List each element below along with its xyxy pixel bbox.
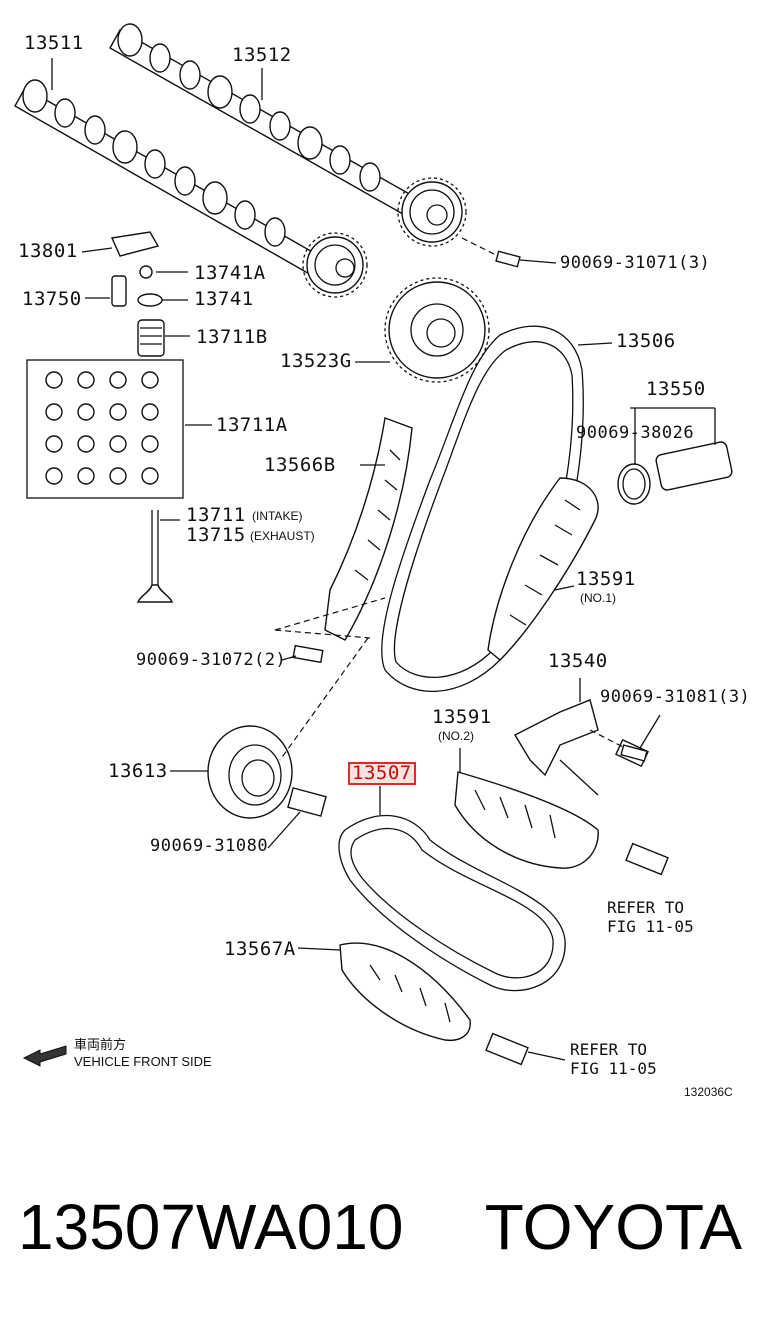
label-13741: 13741 — [194, 288, 254, 310]
label-13591-no1: 13591 — [576, 568, 636, 590]
label-90069-31081: 90069-31081(3) — [600, 687, 751, 707]
refer-to-fig-1: REFER TO FIG 11-05 — [607, 898, 694, 936]
camshaft-13511 — [14, 79, 368, 298]
small-parts — [26, 231, 184, 603]
label-13715: 13715 — [186, 524, 246, 546]
vehicle-front-en: VEHICLE FRONT SIDE — [74, 1054, 212, 1069]
label-13512: 13512 — [232, 44, 292, 66]
label-90069-38026: 90069-38026 — [576, 423, 695, 443]
crank-sprocket-13613 — [207, 725, 293, 819]
label-13591-no2: 13591 — [432, 706, 492, 728]
parts-diagram: 13511 13512 13801 13741A 13750 13741 137… — [14, 23, 751, 1099]
label-13711-note: (INTAKE) — [252, 509, 303, 523]
label-13567a: 13567A — [224, 938, 296, 960]
label-13511: 13511 — [24, 32, 84, 54]
label-13507-highlighted[interactable]: 13507 — [348, 762, 416, 785]
label-13711a: 13711A — [216, 414, 288, 436]
guide-13591-no1 — [487, 477, 599, 661]
guide-13566b — [324, 417, 413, 641]
label-13711: 13711 — [186, 504, 246, 526]
refer-to-fig-2: REFER TO FIG 11-05 — [570, 1040, 657, 1078]
label-13750: 13750 — [22, 288, 82, 310]
guide-13591-no2 — [454, 771, 599, 869]
label-13540: 13540 — [548, 650, 608, 672]
leader-lines — [51, 58, 716, 1061]
label-90069-31072: 90069-31072(2) — [136, 650, 287, 670]
camshaft-13512 — [109, 23, 467, 247]
diagram-drawing — [14, 23, 733, 1067]
label-13613: 13613 — [108, 760, 168, 782]
vehicle-front-jp: 車両前方 — [74, 1037, 127, 1052]
vehicle-front-label: 車両前方 VEHICLE FRONT SIDE — [74, 1036, 212, 1070]
chain-13506 — [381, 325, 584, 693]
label-13566b: 13566B — [264, 454, 336, 476]
label-13550: 13550 — [646, 378, 706, 400]
vehicle-front-arrow — [22, 1045, 67, 1067]
label-90069-31080: 90069-31080 — [150, 836, 269, 856]
label-13506: 13506 — [616, 330, 676, 352]
bolts — [292, 250, 648, 762]
label-13523g: 13523G — [280, 350, 352, 372]
brand-name: TOYOTA — [484, 1191, 742, 1263]
label-13591-no2-note: (NO.2) — [438, 729, 474, 743]
label-13801: 13801 — [18, 240, 78, 262]
footer: 13507WA010 TOYOTA — [0, 1195, 760, 1275]
label-13715-note: (EXHAUST) — [250, 529, 315, 543]
chain-13507 — [338, 814, 566, 992]
diagram-code: 132036C — [684, 1085, 733, 1099]
label-13741a: 13741A — [194, 262, 266, 284]
label-13591-no1-note: (NO.1) — [580, 591, 616, 605]
sprocket-13523g — [384, 277, 490, 383]
label-90069-31071: 90069-31071(3) — [560, 253, 711, 273]
guide-13567a — [339, 942, 471, 1042]
part-number: 13507WA010 — [18, 1191, 404, 1263]
tensioner-13550 — [617, 441, 733, 505]
label-13711b: 13711B — [196, 326, 268, 348]
